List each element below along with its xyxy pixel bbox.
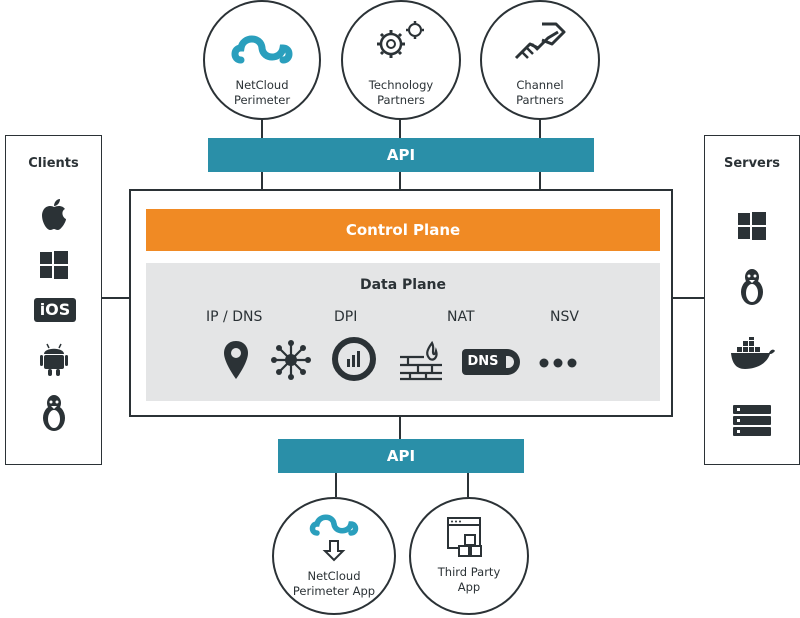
- dpi-gauge-icon: [332, 337, 376, 381]
- gears-icon: [377, 21, 424, 58]
- ios-icon: iOS: [34, 298, 76, 322]
- technology-partners-circle[interactable]: Technology Partners: [341, 0, 461, 120]
- servers-panel[interactable]: Servers: [704, 135, 800, 465]
- connector-line: [672, 297, 705, 299]
- connector-line: [539, 172, 541, 191]
- feature-nsv: NSV: [550, 309, 579, 325]
- servers-title: Servers: [723, 156, 781, 171]
- data-plane-title: Data Plane: [359, 277, 447, 293]
- location-pin-icon: [224, 341, 248, 379]
- connector-line: [261, 118, 263, 138]
- handshake-icon: [514, 22, 566, 60]
- connector-line: [335, 473, 337, 497]
- firewall-icon: [400, 340, 442, 381]
- clients-panel[interactable]: Clients iOS: [5, 135, 102, 465]
- circle-label-line2: Perimeter: [233, 93, 291, 107]
- feature-dpi: DPI: [334, 309, 358, 325]
- apple-icon: [41, 199, 66, 230]
- control-plane-bar[interactable]: Control Plane: [146, 209, 660, 251]
- connector-line: [539, 118, 541, 138]
- connector-line: [399, 415, 401, 439]
- connector-line: [399, 118, 401, 138]
- clients-title: Clients: [28, 156, 79, 171]
- windows-icon: [39, 251, 68, 279]
- main-platform-box: Control Plane Data Plane IP / DNS DPI NA…: [129, 189, 673, 417]
- server-rack-icon: [733, 405, 771, 436]
- network-hub-icon: [271, 340, 311, 380]
- connector-line: [101, 297, 131, 299]
- linux-icon: [741, 269, 763, 305]
- circle-label-line1: Channel: [516, 78, 564, 92]
- dns-icon: DNS: [462, 349, 520, 375]
- circle-label-line2: Partners: [516, 93, 564, 107]
- circle-label-line2: Partners: [377, 93, 425, 107]
- circle-label-line2: App: [457, 580, 481, 594]
- app-window-icon: [447, 517, 482, 557]
- api-bar-top[interactable]: API: [208, 138, 594, 172]
- api-bar-bottom[interactable]: API: [278, 439, 524, 473]
- netcloud-perimeter-circle[interactable]: NetCloud Perimeter: [203, 0, 321, 120]
- android-icon: [39, 343, 68, 376]
- windows-icon: [738, 212, 766, 240]
- more-dots-icon: [539, 358, 577, 368]
- docker-icon: [731, 337, 775, 369]
- netcloud-perimeter-app-circle[interactable]: NetCloud Perimeter App: [272, 497, 396, 615]
- netcloud-logo-icon: [231, 35, 293, 64]
- netcloud-download-icon: [309, 514, 359, 562]
- linux-icon: [42, 395, 65, 431]
- feature-nat: NAT: [447, 309, 475, 325]
- circle-label-line1: Third Party: [437, 565, 501, 579]
- feature-ip-dns: IP / DNS: [206, 309, 263, 325]
- connector-line: [399, 172, 401, 191]
- circle-label-line1: Technology: [368, 78, 434, 92]
- channel-partners-circle[interactable]: Channel Partners: [480, 0, 600, 120]
- data-plane-panel[interactable]: Data Plane IP / DNS DPI NAT NSV: [146, 263, 660, 401]
- circle-label-line2: Perimeter App: [292, 584, 376, 598]
- circle-label-line1: NetCloud: [235, 78, 289, 92]
- dns-label: DNS: [467, 354, 499, 369]
- connector-line: [467, 473, 469, 497]
- third-party-app-circle[interactable]: Third Party App: [409, 497, 529, 615]
- circle-label-line1: NetCloud: [307, 569, 361, 583]
- connector-line: [261, 172, 263, 191]
